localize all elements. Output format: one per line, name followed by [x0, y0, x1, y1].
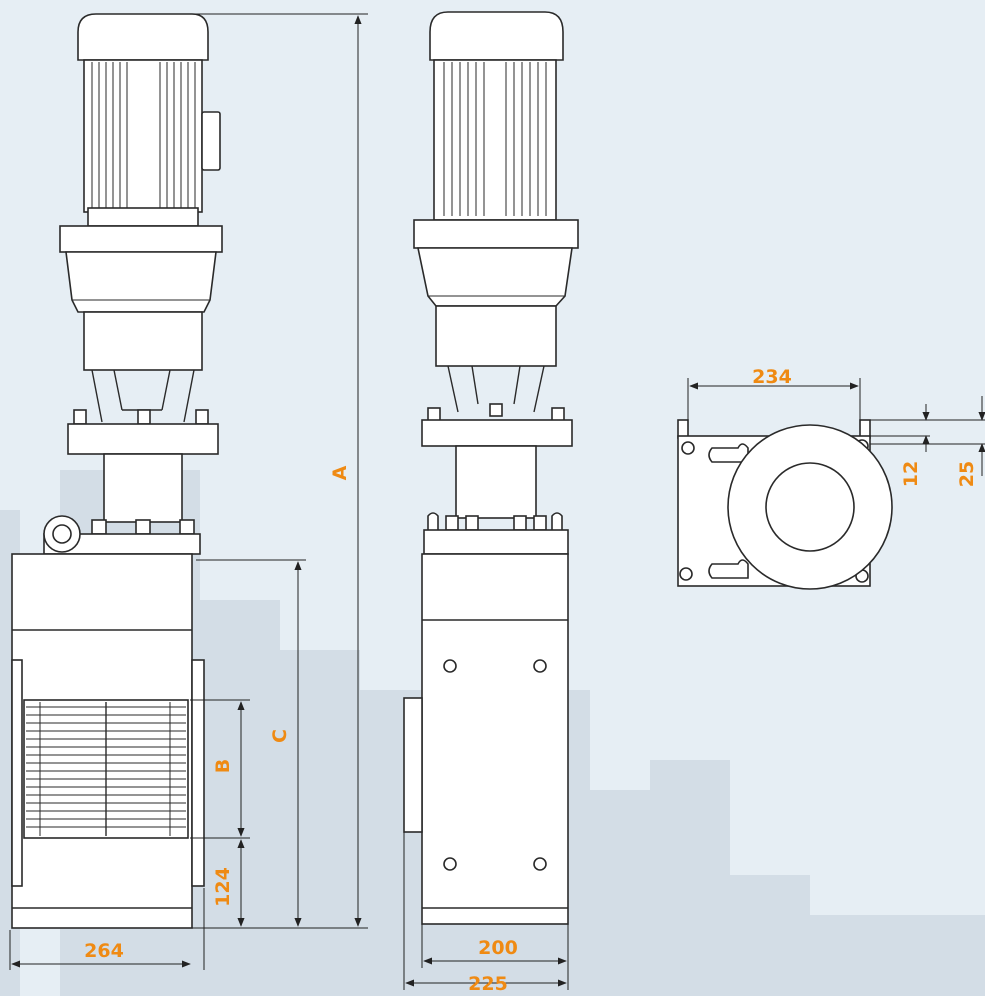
front-view-dimensions: [403, 832, 569, 990]
top-view-dimensions: [687, 378, 985, 476]
cutter-discs: [26, 702, 186, 836]
motor-fins: [91, 62, 196, 208]
dim-label-200: 200: [478, 937, 518, 959]
dim-label-264: 264: [84, 940, 124, 962]
dim-label-234: 234: [752, 366, 792, 388]
side-view-dimensions: [9, 13, 368, 970]
top-view: [677, 419, 893, 590]
side-view: [11, 13, 223, 929]
dim-label-c: C: [269, 729, 291, 743]
dimension-labels: A C B 124 264 200 225 234 12 25: [84, 366, 978, 995]
front-motor-fins: [443, 62, 547, 216]
front-view: [403, 11, 579, 925]
dim-label-225: 225: [468, 973, 508, 995]
dim-label-124: 124: [212, 867, 234, 907]
dim-label-a: A: [329, 465, 351, 480]
dim-label-b: B: [212, 759, 234, 773]
dim-label-12: 12: [900, 461, 922, 487]
dim-label-25: 25: [956, 461, 978, 487]
